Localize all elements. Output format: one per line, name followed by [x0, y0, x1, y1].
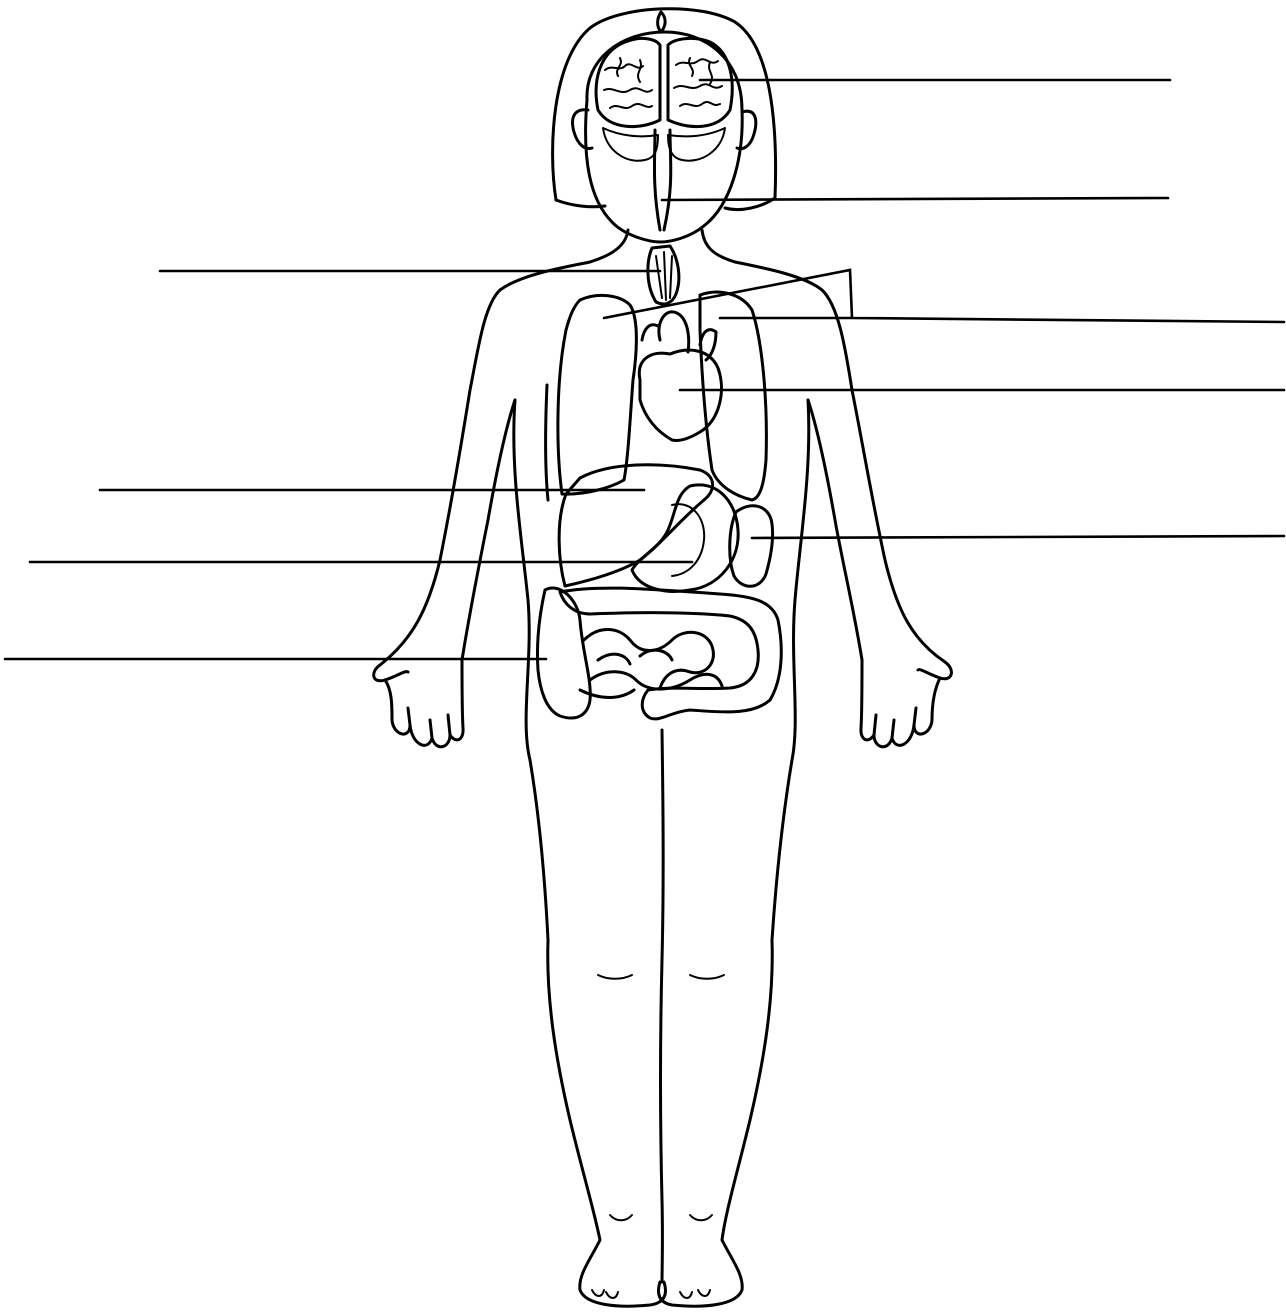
lungs — [558, 292, 766, 500]
leader-lungs — [604, 270, 1284, 322]
leader-lines — [5, 80, 1284, 659]
esophagus — [648, 246, 679, 304]
body-outline — [374, 9, 952, 1306]
brain — [596, 38, 732, 160]
leader-kidney — [752, 536, 1284, 538]
heart — [639, 312, 721, 441]
leader-spinal-cord — [662, 198, 1168, 200]
intestines — [537, 588, 781, 719]
stomach — [632, 485, 738, 591]
